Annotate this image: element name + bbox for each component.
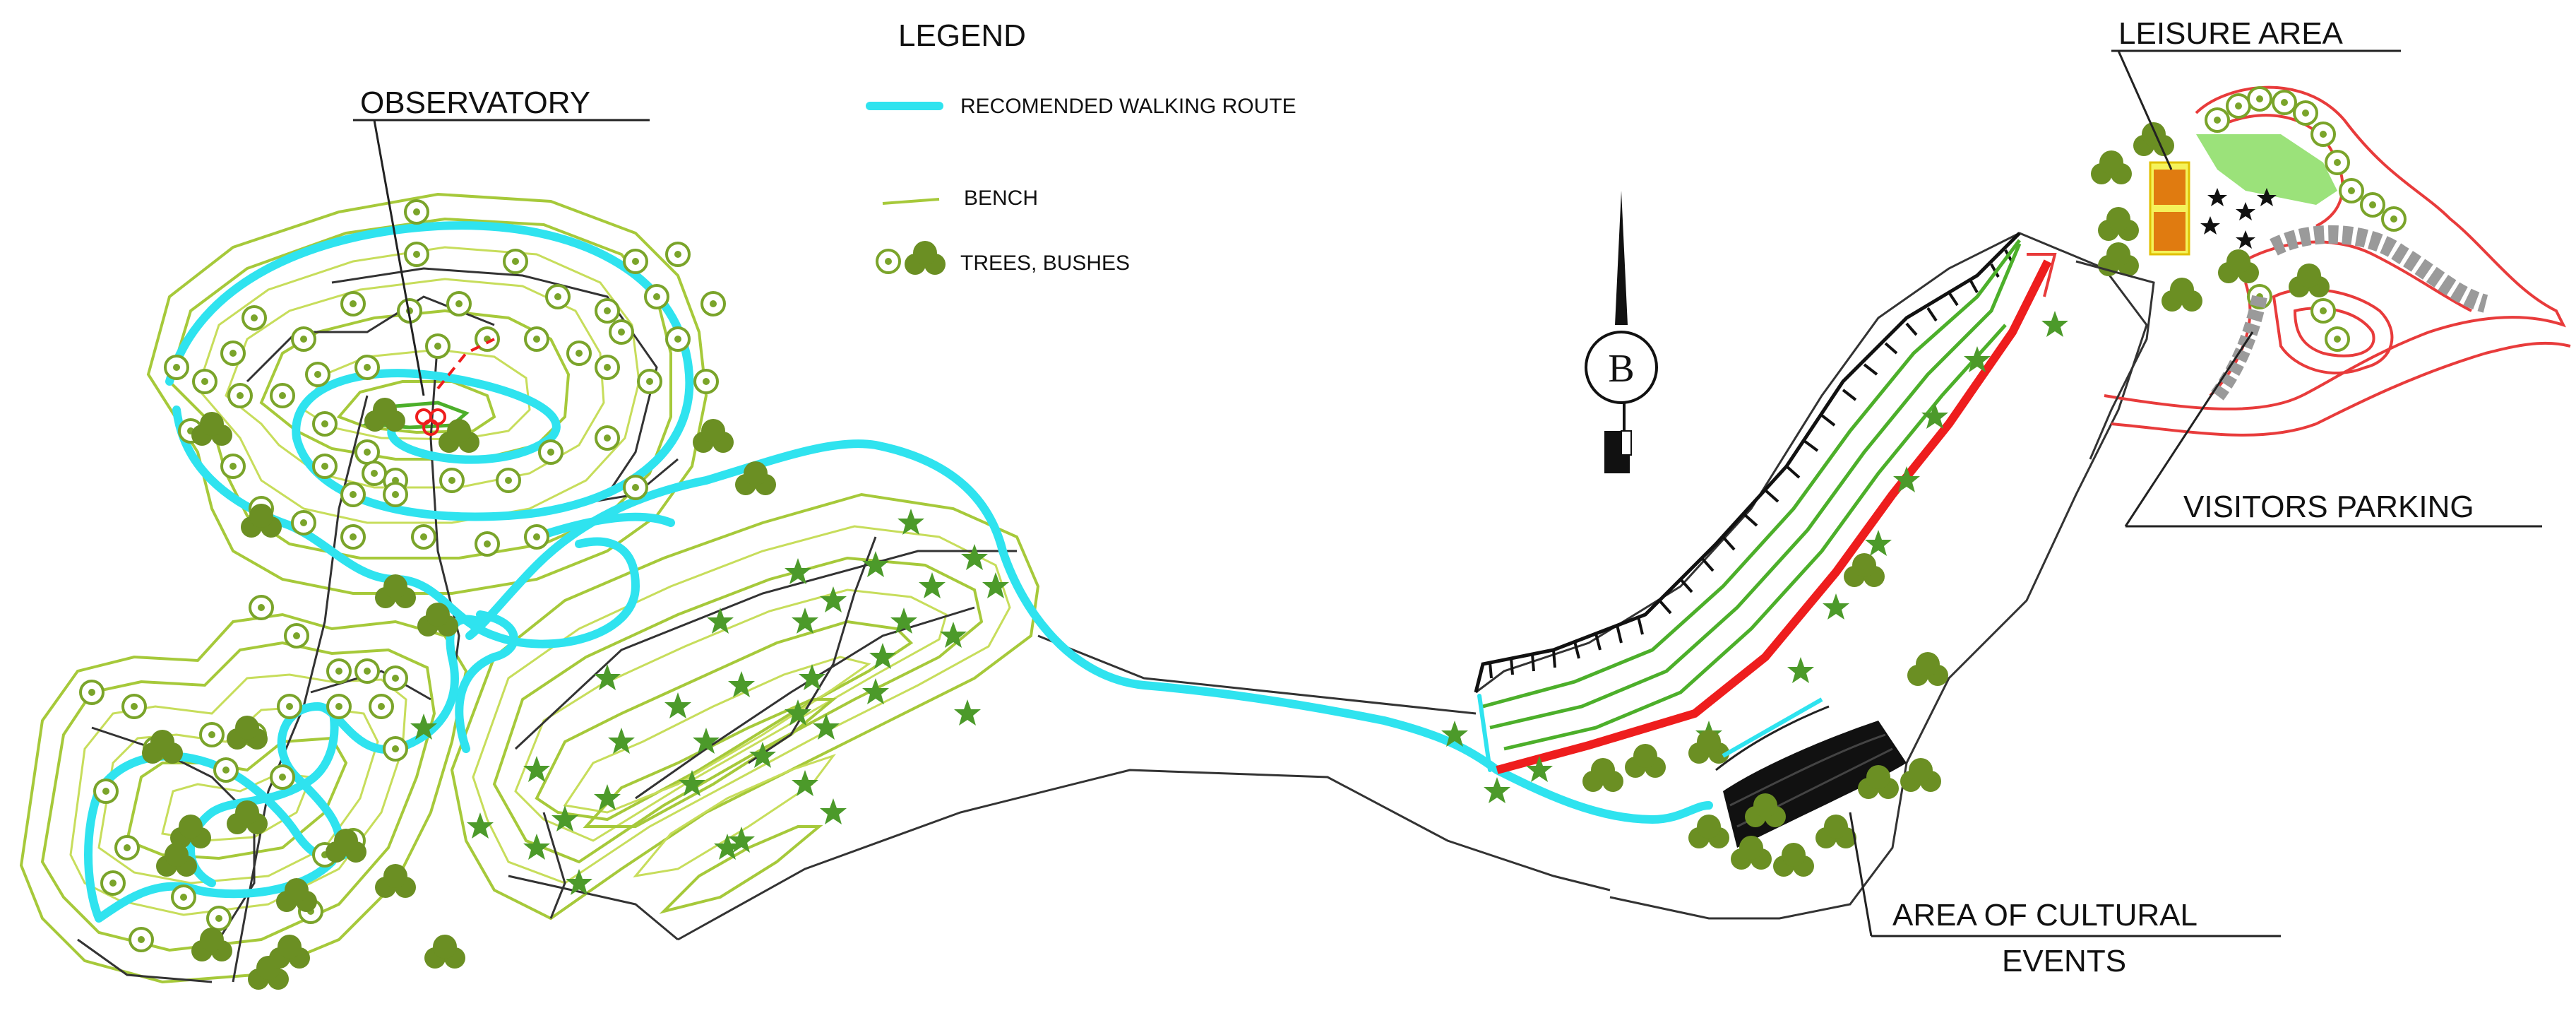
walking-route [165, 221, 1713, 824]
leisure-area-label: LEISURE AREA [2118, 16, 2344, 51]
legend-bench-label: BENCH [964, 187, 1038, 210]
observatory-structure [415, 338, 495, 436]
tribune-terraces [1441, 232, 2148, 920]
legend-route-label: RECOMENDED WALKING ROUTE [960, 95, 1296, 118]
label-visitors-parking: VISITORS PARKING [2124, 331, 2542, 528]
legend-trees-label: TREES, BUSHES [960, 251, 1130, 275]
legend: LEGEND RECOMENDED WALKING ROUTE BENCH TR… [866, 18, 1296, 275]
label-observatory: OBSERVATORY [353, 85, 650, 396]
label-leisure-area: LEISURE AREA [2111, 16, 2401, 170]
middle-terraced-slope [450, 492, 1611, 941]
label-cultural-events: AREA OF CULTURAL EVENTS [1849, 812, 2281, 978]
observatory-label: OBSERVATORY [360, 85, 590, 120]
red-edge-path [1496, 259, 2052, 774]
legend-bench-swatch [882, 198, 940, 205]
cultural-events-stage [1688, 697, 1941, 877]
cultural-events-label-line1: AREA OF CULTURAL [1892, 898, 2198, 933]
legend-title: LEGEND [898, 18, 1026, 53]
leisure-area [2075, 85, 2571, 460]
cultural-events-label-line2: EVENTS [2002, 944, 2126, 978]
north-arrow-icon: B [1585, 191, 1658, 473]
north-marker-letter: B [1608, 347, 1634, 391]
visitors-parking-label: VISITORS PARKING [2183, 490, 2474, 524]
legend-tree-bush-icon [876, 241, 946, 275]
